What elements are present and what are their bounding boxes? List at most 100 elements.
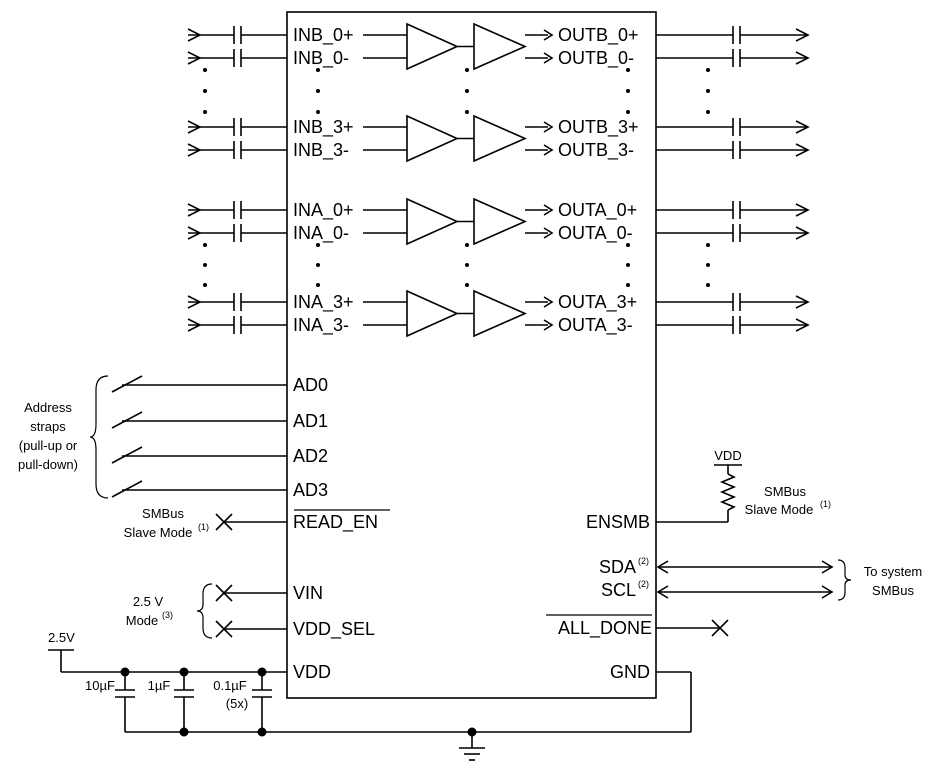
smbus-bidirectional-lines xyxy=(656,560,834,599)
vdd-pullup-label: VDD xyxy=(714,448,741,463)
continuation-dot xyxy=(203,283,207,287)
buffer-icon xyxy=(406,197,459,246)
continuation-dot xyxy=(316,110,320,114)
mode-2v5-note: (3) xyxy=(162,610,173,620)
continuation-dot xyxy=(465,283,469,287)
pin-ad2: AD2 xyxy=(293,446,328,466)
address-straps-line-1: Address xyxy=(24,400,72,415)
pin-out-p: OUTB_3+ xyxy=(558,117,639,138)
continuation-dot xyxy=(626,89,630,93)
buffer-icon xyxy=(473,289,527,338)
address-straps-line-3: (pull-up or xyxy=(19,438,78,453)
pin-in-p: INB_3+ xyxy=(293,117,354,138)
output-arrow-icon xyxy=(543,204,554,216)
channel-0: INB_0+OUTB_0+INB_0-OUTB_0- xyxy=(187,22,810,71)
continuation-dot xyxy=(203,68,207,72)
output-arrow-icon xyxy=(543,296,554,308)
address-straps-line-4: pull-down) xyxy=(18,457,78,472)
output-arrow-icon xyxy=(795,203,810,217)
pin-in-n: INA_0- xyxy=(293,223,349,244)
output-arrow-icon xyxy=(795,51,810,65)
no-connect-all-done xyxy=(711,619,729,637)
continuation-dot xyxy=(203,89,207,93)
pin-ad3: AD3 xyxy=(293,480,328,500)
continuation-dot xyxy=(203,110,207,114)
output-arrow-icon xyxy=(795,143,810,157)
pin-ensmb: ENSMB xyxy=(586,512,650,532)
continuation-dot xyxy=(203,243,207,247)
continuation-dot xyxy=(706,243,710,247)
pin-out-n: OUTB_3- xyxy=(558,140,634,161)
mode-2v5-line-1: 2.5 V xyxy=(133,594,164,609)
pin-ad1: AD1 xyxy=(293,411,328,431)
pin-out-n: OUTA_3- xyxy=(558,315,633,336)
continuation-dot xyxy=(316,283,320,287)
continuation-dot xyxy=(316,263,320,267)
pin-in-n: INB_3- xyxy=(293,140,349,161)
output-arrow-icon xyxy=(543,144,554,156)
smbus-right-line-1: SMBus xyxy=(764,484,806,499)
pin-in-p: INB_0+ xyxy=(293,25,354,46)
address-straps-brace xyxy=(89,375,109,499)
output-arrow-icon xyxy=(543,121,554,133)
resistor-icon xyxy=(719,473,737,511)
continuation-dot xyxy=(706,89,710,93)
output-arrow-icon xyxy=(795,295,810,309)
continuation-dot xyxy=(706,283,710,287)
buffer-icon xyxy=(406,289,459,338)
address-strap-lines xyxy=(111,375,287,498)
pin-scl: SCL xyxy=(601,580,636,600)
channel-2: INA_0+OUTA_0+INA_0-OUTA_0- xyxy=(187,197,810,246)
cap-10uf-label: 10µF xyxy=(85,678,115,693)
smbus-right-line-2: Slave Mode xyxy=(745,502,814,517)
pin-out-p: OUTB_0+ xyxy=(558,25,639,46)
pin-out-n: OUTA_0- xyxy=(558,223,633,244)
output-arrow-icon xyxy=(795,318,810,332)
no-connect-vin xyxy=(215,584,233,602)
continuation-dot xyxy=(316,243,320,247)
ic-body xyxy=(286,11,657,699)
pin-out-n: OUTB_0- xyxy=(558,48,634,69)
pin-in-p: INA_0+ xyxy=(293,200,354,221)
pin-all-done: ALL_DONE xyxy=(558,618,652,639)
continuation-dot xyxy=(626,110,630,114)
continuation-dot xyxy=(626,243,630,247)
smbus-left-note: (1) xyxy=(198,522,209,532)
cap-01uf-label: 0.1µF xyxy=(213,678,247,693)
continuation-dots xyxy=(203,68,710,287)
cap-01uf-count: (5x) xyxy=(226,696,248,711)
continuation-dot xyxy=(706,263,710,267)
smbus-left-line-1: SMBus xyxy=(142,506,184,521)
continuation-dot xyxy=(465,89,469,93)
continuation-dot xyxy=(626,283,630,287)
pin-in-n: INA_3- xyxy=(293,315,349,336)
output-arrow-icon xyxy=(543,227,554,239)
continuation-dot xyxy=(706,68,710,72)
mode-brace xyxy=(196,583,213,639)
continuation-dot xyxy=(706,110,710,114)
smbus-right-note: (1) xyxy=(820,499,831,509)
cap-1uf-label: 1µF xyxy=(148,678,171,693)
continuation-dot xyxy=(316,68,320,72)
continuation-dot xyxy=(203,263,207,267)
no-connect-read-en xyxy=(215,513,233,531)
smbus-left-line-2: Slave Mode xyxy=(124,525,193,540)
channel-group: INB_0+OUTB_0+INB_0-OUTB_0-INB_3+OUTB_3+I… xyxy=(187,22,810,338)
channel-3: INA_3+OUTA_3+INA_3-OUTA_3- xyxy=(187,289,810,338)
buffer-icon xyxy=(406,114,459,163)
continuation-dot xyxy=(465,263,469,267)
no-connect-vdd-sel xyxy=(215,620,233,638)
output-arrow-icon xyxy=(543,319,554,331)
pin-scl-note: (2) xyxy=(638,579,649,589)
pin-read-en: READ_EN xyxy=(293,512,378,533)
pin-sda-note: (2) xyxy=(638,556,649,566)
continuation-dot xyxy=(465,110,469,114)
pin-gnd: GND xyxy=(610,662,650,682)
to-system-line-1: To system xyxy=(864,564,923,579)
output-arrow-icon xyxy=(543,52,554,64)
buffer-icon xyxy=(473,114,527,163)
buffer-icon xyxy=(473,197,527,246)
channel-1: INB_3+ OUTB_3+ INB_3- OUTB_3- xyxy=(187,114,810,163)
output-arrow-icon xyxy=(795,120,810,134)
